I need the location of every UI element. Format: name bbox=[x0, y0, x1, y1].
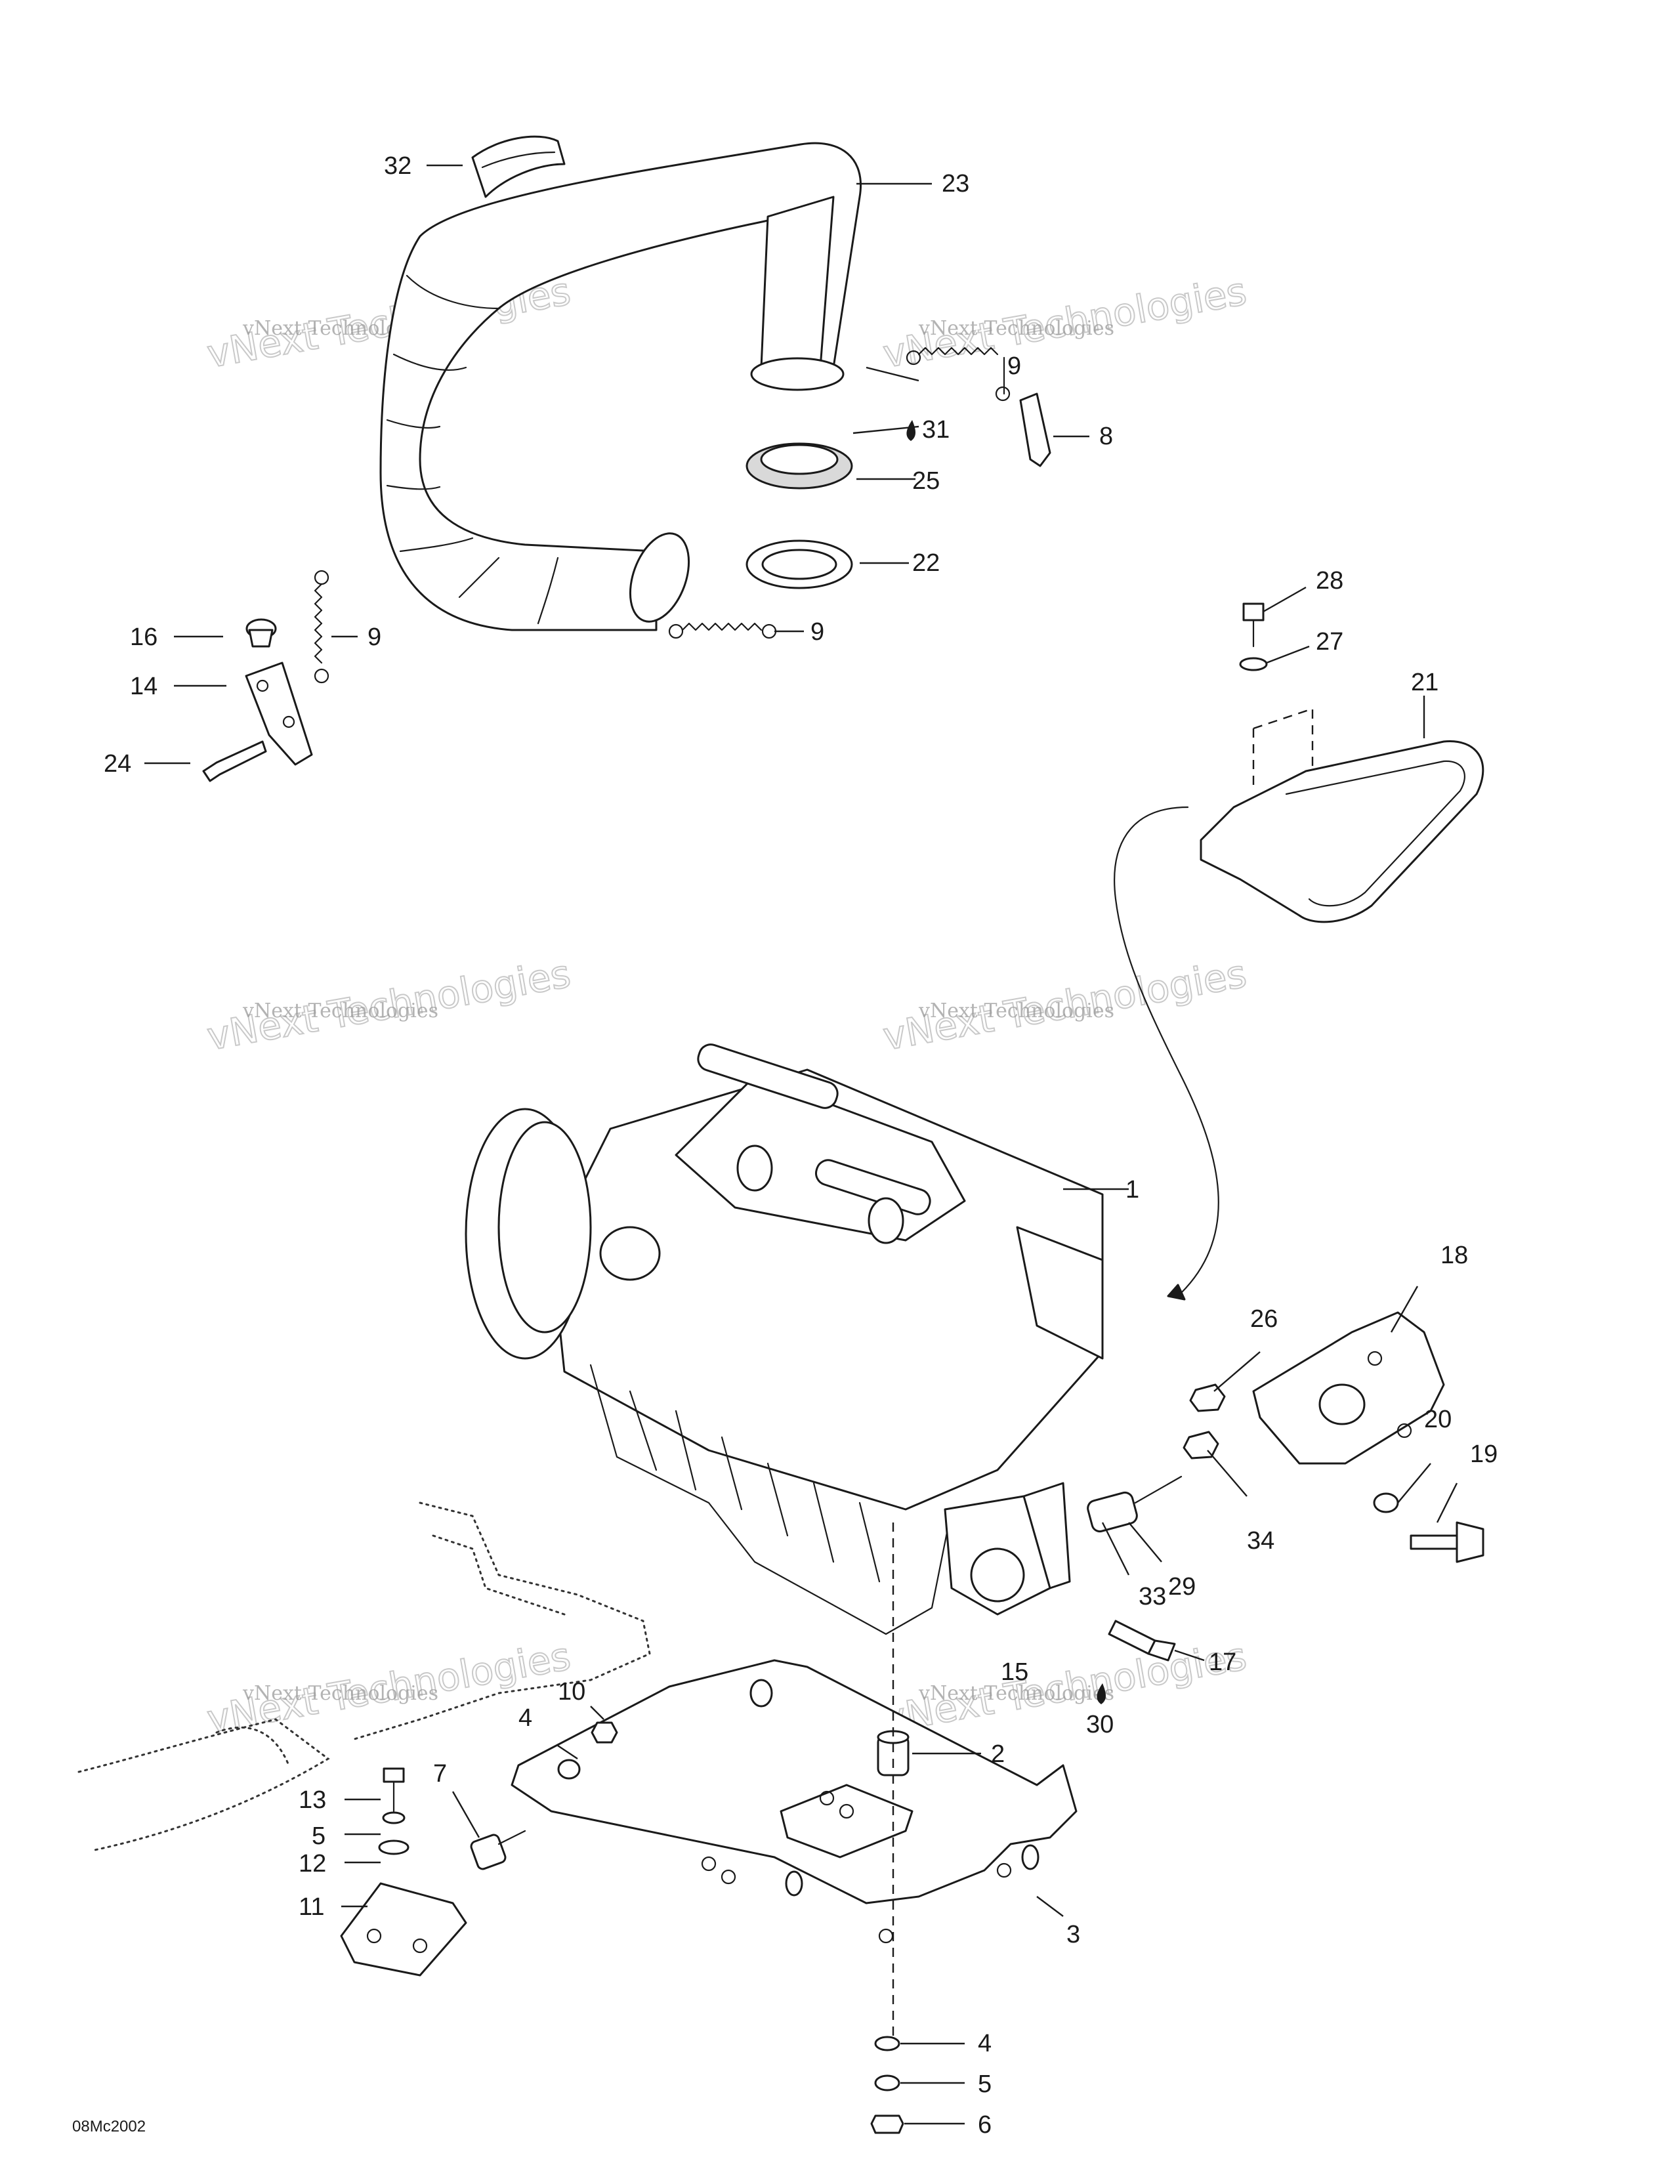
lock-washer bbox=[874, 2074, 900, 2091]
callout-3: 3 bbox=[1066, 1921, 1080, 1948]
relocation-arrow bbox=[1114, 806, 1219, 1301]
rubber-mount bbox=[470, 1830, 526, 1870]
callout-11: 11 bbox=[299, 1893, 324, 1921]
exhaust-manifold-ghost bbox=[77, 1502, 651, 1852]
callout-2: 2 bbox=[991, 1740, 1005, 1768]
callout-20: 20 bbox=[1424, 1406, 1452, 1433]
nut bbox=[870, 2114, 904, 2134]
watermark-text: vNext Technologies bbox=[918, 1682, 1114, 1705]
washer bbox=[1373, 1492, 1399, 1513]
stud-bolt bbox=[1087, 1475, 1183, 1533]
callout-5: 5 bbox=[978, 2070, 992, 2098]
callout-10: 10 bbox=[558, 1678, 585, 1706]
muffler-mount bbox=[202, 618, 313, 782]
callout-1: 1 bbox=[1125, 1176, 1139, 1204]
callout-25: 25 bbox=[912, 467, 940, 495]
callout-9: 9 bbox=[368, 623, 381, 651]
callout-13: 13 bbox=[299, 1786, 326, 1814]
nut bbox=[1189, 1383, 1226, 1412]
watermark: vNext Technologies vNext Technologies bbox=[879, 268, 1251, 377]
callout-30: 30 bbox=[1086, 1711, 1114, 1738]
callout-17: 17 bbox=[1209, 1648, 1236, 1676]
callout-29: 29 bbox=[1168, 1573, 1196, 1601]
callout-33: 33 bbox=[1139, 1583, 1166, 1610]
figure-reference-code: 08Mc2002 bbox=[72, 2118, 146, 2135]
watermark-text: vNext Technologies bbox=[918, 317, 1114, 340]
callout-31: 31 bbox=[922, 416, 950, 444]
callout-14: 14 bbox=[130, 673, 158, 700]
callout-22: 22 bbox=[912, 549, 940, 577]
bolt-and-washer bbox=[1239, 602, 1268, 671]
callout-4: 4 bbox=[978, 2030, 992, 2057]
engine-support-plate bbox=[511, 1659, 1078, 1944]
nut bbox=[591, 1721, 618, 1744]
callout-27: 27 bbox=[1316, 628, 1343, 656]
watermark: vNext Technologies vNext Technologies bbox=[879, 950, 1251, 1059]
air-intake-duct bbox=[1200, 707, 1484, 923]
watermark: vNext Technologies vNext Technologies bbox=[203, 950, 575, 1059]
lubricant-drop-icon bbox=[906, 420, 915, 441]
callout-21: 21 bbox=[1411, 669, 1438, 696]
callout-15: 15 bbox=[1001, 1658, 1028, 1686]
callouts: 1 2 3 4 4 5 5 6 7 8 9 9 9 10 11 12 13 14… bbox=[104, 152, 1498, 2139]
exhaust-spring bbox=[314, 570, 329, 684]
callout-12: 12 bbox=[299, 1850, 326, 1878]
callout-34: 34 bbox=[1247, 1527, 1274, 1555]
exhaust-spring bbox=[906, 346, 1011, 402]
engine-rear-bracket bbox=[1252, 1311, 1445, 1465]
exhaust-pipe bbox=[379, 142, 862, 631]
washer bbox=[874, 2036, 900, 2051]
washer bbox=[557, 1759, 581, 1780]
callout-7: 7 bbox=[433, 1760, 447, 1788]
callout-16: 16 bbox=[130, 623, 158, 651]
exhaust-seal-stack bbox=[746, 442, 853, 589]
callout-18: 18 bbox=[1440, 1242, 1468, 1269]
callout-26: 26 bbox=[1250, 1305, 1278, 1333]
watermark-text: vNext Technologies bbox=[242, 1682, 438, 1705]
lubricant-drop-icon bbox=[1097, 1683, 1106, 1704]
engine-block bbox=[465, 1043, 1104, 1635]
spring-bracket bbox=[1019, 392, 1051, 467]
callout-5: 5 bbox=[312, 1822, 326, 1850]
exhaust-spring bbox=[668, 622, 777, 639]
watermark-text: vNext Technologies bbox=[242, 999, 438, 1022]
bolt bbox=[1108, 1620, 1176, 1662]
leader-lines bbox=[144, 164, 1458, 2125]
callout-24: 24 bbox=[104, 750, 131, 778]
spacer bbox=[877, 1730, 910, 1776]
callout-32: 32 bbox=[384, 152, 411, 180]
front-mount bbox=[340, 1767, 467, 1977]
callout-9: 9 bbox=[1007, 352, 1021, 380]
callout-9: 9 bbox=[810, 618, 824, 646]
heat-shield bbox=[471, 135, 566, 198]
nut bbox=[1183, 1431, 1219, 1460]
bolt bbox=[1410, 1521, 1484, 1563]
callout-4: 4 bbox=[518, 1704, 532, 1732]
watermark: vNext Technologies vNext Technologies bbox=[879, 1633, 1251, 1742]
callout-28: 28 bbox=[1316, 567, 1343, 595]
callout-6: 6 bbox=[978, 2111, 992, 2139]
callout-8: 8 bbox=[1099, 423, 1113, 450]
callout-23: 23 bbox=[942, 170, 969, 198]
callout-19: 19 bbox=[1470, 1440, 1498, 1468]
watermark-text: vNext Technologies bbox=[918, 999, 1114, 1022]
